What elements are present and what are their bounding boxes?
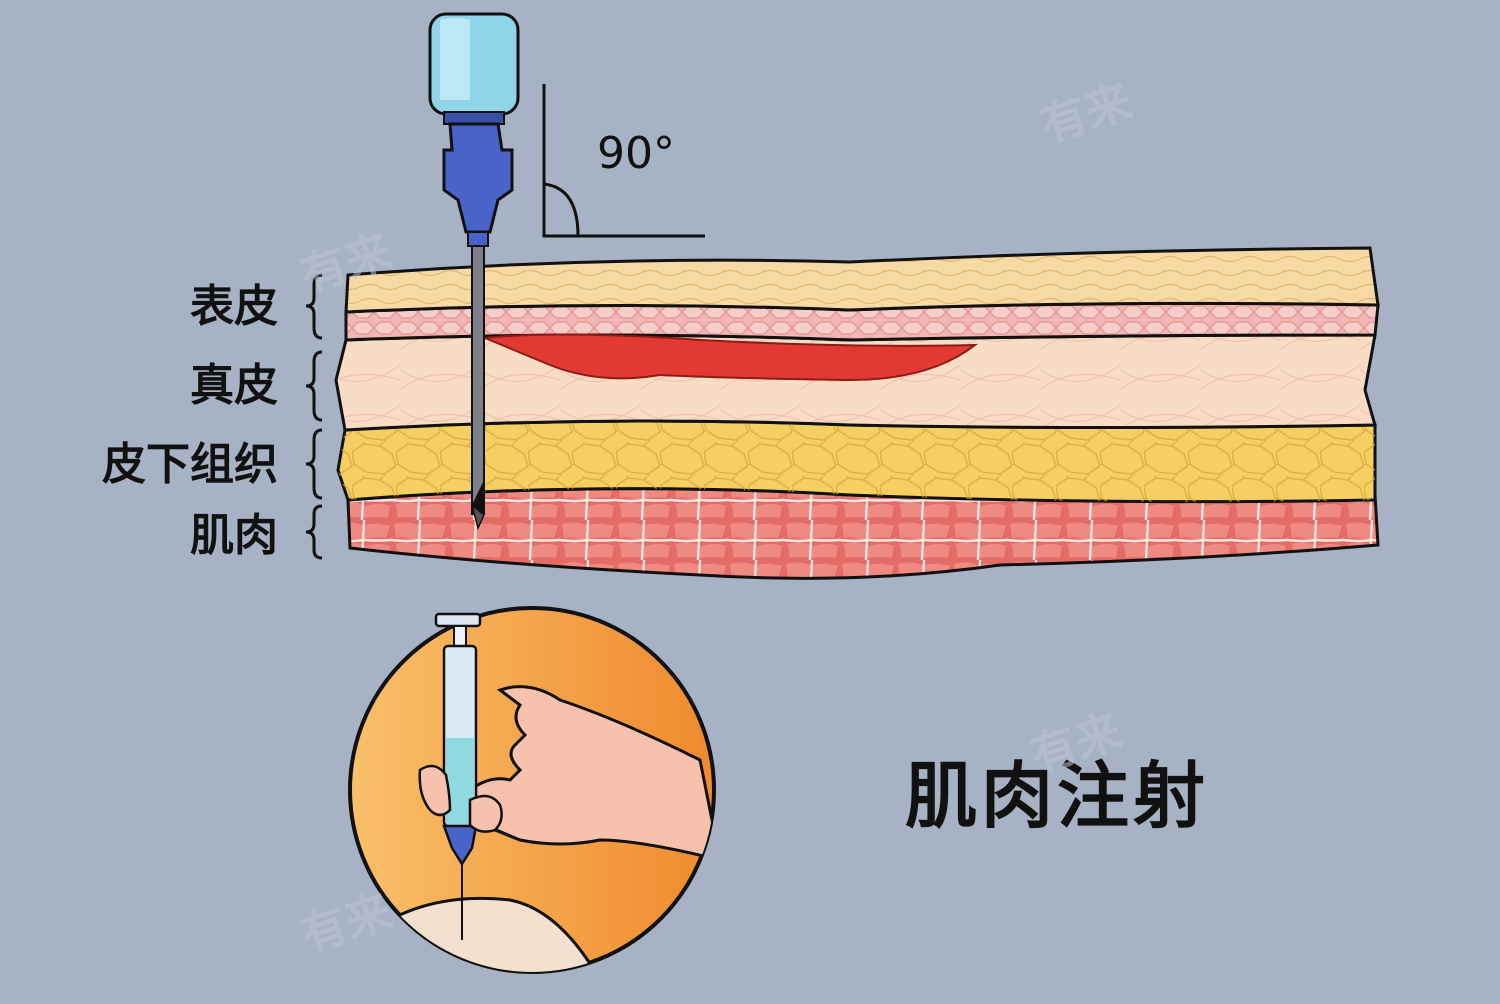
bracket-subcutaneous xyxy=(305,428,323,500)
blood-pool xyxy=(484,333,979,382)
inset-illustration xyxy=(348,606,716,974)
label-dermis: 真皮 xyxy=(190,360,278,411)
needle-hub-icon xyxy=(442,122,514,234)
layer-brackets xyxy=(305,273,323,560)
caption-title: 肌肉注射 xyxy=(905,754,1210,838)
needle-shaft xyxy=(471,245,485,515)
bracket-muscle xyxy=(305,504,323,560)
syringe-needle xyxy=(428,12,520,531)
hand-icon xyxy=(461,685,714,863)
bracket-epidermis xyxy=(305,273,323,340)
label-subcutaneous: 皮下组织 xyxy=(102,439,278,490)
label-epidermis: 表皮 xyxy=(190,281,278,332)
angle-label: 90° xyxy=(597,128,675,179)
label-muscle: 肌肉 xyxy=(190,510,278,561)
skin-cross-section xyxy=(334,246,1380,580)
bracket-dermis xyxy=(305,350,323,422)
epidermis-top-layer xyxy=(344,246,1380,314)
right-angle-marker xyxy=(542,84,705,238)
